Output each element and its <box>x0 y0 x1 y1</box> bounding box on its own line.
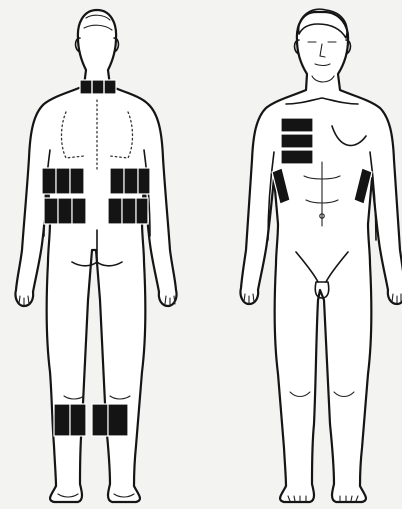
front-chest-pads <box>281 118 313 164</box>
front-body-outline <box>240 12 402 502</box>
back-calf-pads <box>54 404 128 436</box>
back-neck-pad <box>80 80 116 94</box>
front-view-figure <box>240 9 402 502</box>
back-view-figure <box>15 10 176 502</box>
